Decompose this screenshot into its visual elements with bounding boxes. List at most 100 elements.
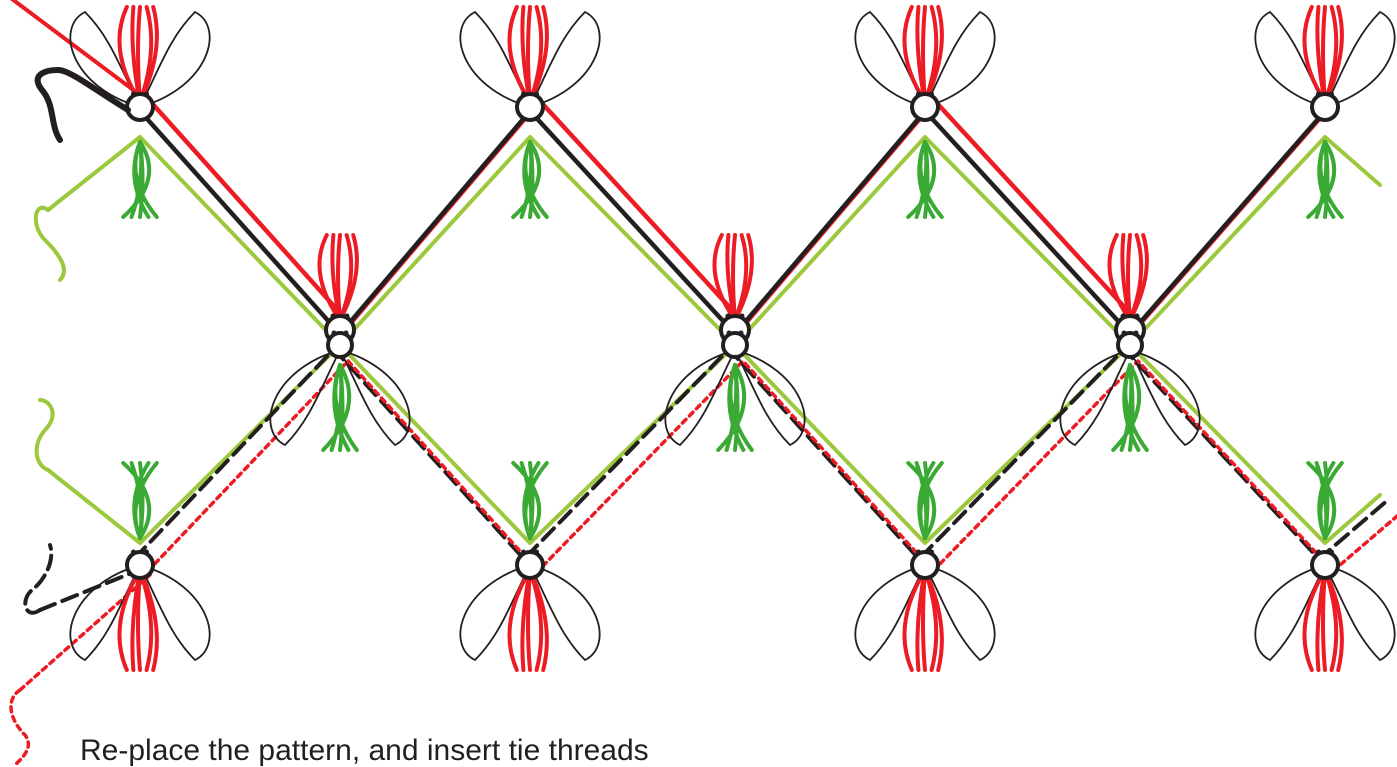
red-tuft-strand [733,233,754,322]
tie-loop-strand [139,10,211,108]
knot-dot [739,313,745,319]
green-tuft-strand [1318,461,1344,540]
lime-thread-end [33,205,66,282]
tie-loop-strand [269,349,341,447]
red-tuft-strand [136,5,142,104]
green-tuft-strand [733,363,740,452]
green-tuft-strand [333,363,359,452]
green-tuft-strand [728,363,754,452]
thread-tuft-icon [1107,233,1149,322]
green-tuft-strand [511,461,542,540]
knot-dot [726,330,732,336]
red-tuft-strand [528,568,549,672]
red-tuft-strand [1321,568,1327,672]
knot-dot [144,91,149,97]
red-tuft-strand [1321,5,1327,104]
tie-loop-icon [459,10,601,108]
green-tuft-strand [906,461,937,540]
red-tuft-strand [1107,233,1132,322]
knot-dot [330,313,336,319]
red-tuft-strand [507,5,532,104]
knot-dot [929,549,934,555]
tie-loop-strand [924,564,996,662]
tie-loop-strand [459,10,531,108]
green-tuft-strand [338,363,345,452]
knot-dot [131,549,136,555]
knot-icon [910,549,940,580]
black-dashed-thread-end [23,543,54,615]
red-dotted-thread [146,359,1397,573]
tie-loop-strand [339,349,411,447]
thread-tuft-icon [1306,461,1344,540]
knot-dot [331,330,337,336]
knot-dot [1316,549,1321,555]
green-tuft-strand [523,461,549,540]
tie-loop-strand [664,349,736,447]
knot-dot [1134,313,1140,319]
red-tuft-strand [336,233,342,322]
green-tuft-strand [1323,461,1330,540]
red-tuft-strand [1323,568,1344,672]
knot-dot [343,330,349,336]
green-tuft-strand [923,140,930,219]
thread-tuft-icon [1306,140,1344,219]
red-dotted-thread-end [9,688,31,765]
knot-dot [1316,91,1321,97]
tie-loop-strand [459,564,531,662]
tie-loop-strand [1324,564,1396,662]
tie-loop-strand [1254,564,1326,662]
thread-tuft-icon [317,233,359,322]
knot-icon [125,91,155,122]
red-tuft-strand [921,568,927,672]
knot-dot [1120,313,1126,319]
knot-ring [1310,550,1340,580]
black-dashed-thread [132,347,1391,561]
red-tuft-strand [712,233,737,322]
green-tuft-strand [1128,363,1135,452]
caption-text: Re-place the pattern, and insert tie thr… [80,734,649,767]
knot-dot [131,91,136,97]
green-tuft-strand [133,461,159,540]
thread-tuft-icon [1111,363,1149,452]
knot-dot [534,91,539,97]
tie-loop-icon [69,10,211,108]
red-tuft-strand [526,568,532,672]
knot-icon [1310,91,1340,122]
knot-dot [1121,330,1127,336]
red-tuft-strand [507,568,532,672]
thread-tuft-icon [117,5,159,104]
red-tuft-strand [902,568,927,672]
lime-thread [46,135,142,212]
red-tuft-strand [136,568,142,672]
green-tuft-strand [511,140,542,219]
red-tuft-strand [138,5,159,104]
thread-tuft-icon [1302,5,1344,104]
tie-loop-strand [69,10,141,108]
tie-loop-icon [1059,349,1201,447]
knot-dot [916,549,921,555]
red-tuft-strand [138,568,159,672]
green-tuft-strand [528,140,535,219]
red-tuft-strand [1323,5,1344,104]
tie-loop-strand [529,10,601,108]
knot-dot [344,313,350,319]
green-tuft-strand [138,461,145,540]
green-tuft-strand [1318,140,1344,219]
knot-icon [721,330,749,359]
red-tuft-strand [902,5,927,104]
green-tuft-strand [1306,140,1337,219]
tie-loop-icon [664,349,806,447]
knot-icon [125,549,155,580]
red-tuft-strand [1302,568,1327,672]
knot-ring [125,92,155,122]
thread-tuft-icon [117,568,159,672]
knot-icon [1116,330,1144,359]
knot-dot [916,91,921,97]
green-tuft-strand [528,461,535,540]
knot-ring [910,550,940,580]
knot-icon [326,330,354,359]
knot-icon [515,91,545,122]
green-tuft-strand [716,363,747,452]
tie-loop-icon [1254,564,1396,662]
tie-loop-icon [854,564,996,662]
